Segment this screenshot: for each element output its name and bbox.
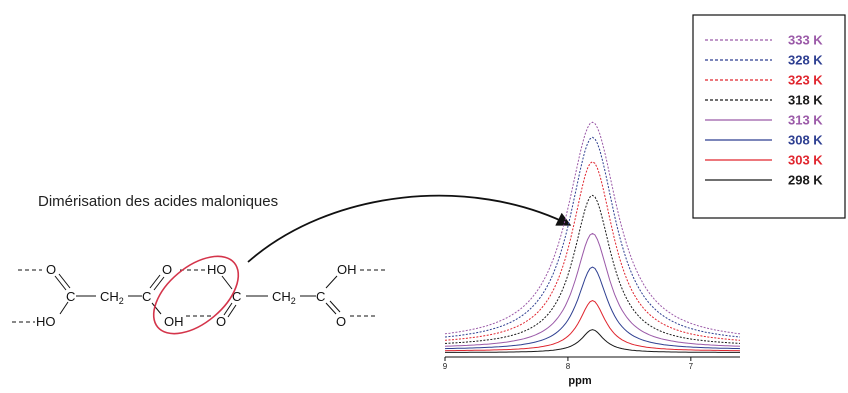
atom-oh-mid-bottom: OH [164, 314, 184, 329]
bond [325, 302, 337, 315]
legend-label: 303 K [788, 153, 823, 168]
legend-label: 323 K [788, 73, 823, 88]
atom-c-left: C [66, 289, 75, 304]
bond [227, 304, 237, 318]
legend-items: 333 K 328 K 323 K 318 K 313 K 308 K 303 K 298 K [705, 33, 823, 188]
atom-c-mid-left: C [142, 289, 151, 304]
bond [221, 275, 233, 290]
atom-o-mid-top: O [162, 262, 172, 277]
bond [329, 300, 341, 313]
bond [223, 302, 233, 316]
legend-label: 298 K [788, 173, 823, 188]
spectrum-series-308-k [444, 266, 741, 350]
spectrum-series-333-k [444, 121, 741, 335]
x-axis-label: ppm [568, 375, 591, 387]
atom-o-right-bottom: O [336, 314, 346, 329]
atom-c-mid-right: C [232, 289, 241, 304]
legend-label: 328 K [788, 53, 823, 68]
spectrum-series-328-k [444, 136, 741, 338]
x-tick-label: 8 [566, 362, 571, 371]
bond [153, 276, 165, 291]
atom-c-right: C [316, 289, 325, 304]
legend: 333 K 328 K 323 K 318 K 313 K 308 K 303 K 298 K [692, 14, 846, 219]
legend-label: 313 K [788, 113, 823, 128]
bond [54, 275, 67, 291]
legend-label: 318 K [788, 93, 823, 108]
spectrum-series-313-k [444, 232, 741, 347]
arrow-to-spectrum [247, 194, 572, 263]
atom-o-left-top: O [46, 262, 56, 277]
bond [149, 274, 161, 289]
legend-label: 308 K [788, 133, 823, 148]
spectrum-series-323-k [444, 161, 741, 341]
bond [59, 301, 69, 315]
atom-ch2-right: CH2 [272, 289, 296, 306]
bond [151, 302, 162, 315]
x-tick-label: 9 [443, 362, 448, 371]
bond [58, 273, 71, 289]
malonic-acid-dimer-structure: O HO C CH2 C O OH HO C O CH2 C OH O [12, 255, 385, 335]
nmr-spectrum-chart: 9 8 7 ppm [443, 121, 741, 387]
legend-box [692, 14, 846, 219]
spectrum-curves [444, 121, 741, 353]
spectrum-series-298-k [445, 329, 740, 353]
x-axis-ticks: 9 8 7 [443, 357, 694, 371]
hbond-highlight-ellipse [152, 255, 240, 335]
atom-o-mid-bottom: O [216, 314, 226, 329]
atom-oh-right-top: OH [337, 262, 357, 277]
legend-label: 333 K [788, 33, 823, 48]
atom-ho-mid-top: HO [207, 262, 227, 277]
bond [325, 275, 338, 289]
atom-ho-left-bottom: HO [36, 314, 56, 329]
spectrum-series-318-k [444, 194, 741, 344]
atom-ch2-left: CH2 [100, 289, 124, 306]
spectrum-series-303-k [444, 300, 741, 352]
figure-caption: Dimérisation des acides maloniques [38, 193, 278, 210]
x-tick-label: 7 [689, 362, 694, 371]
